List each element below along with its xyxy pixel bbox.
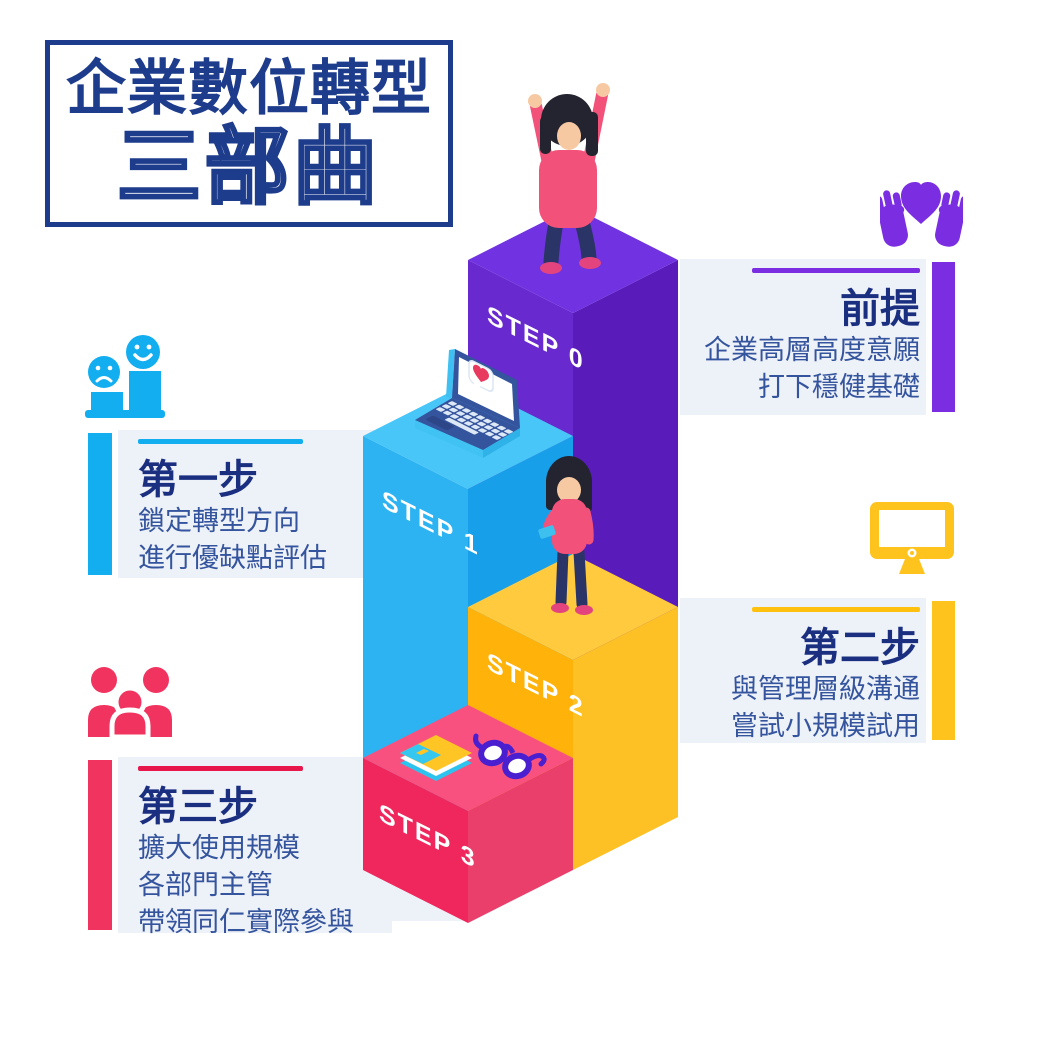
step3-side-bar (88, 760, 112, 930)
premise-text-line: 打下穩健基礎 (758, 372, 920, 402)
step0-label: STEP 0 (487, 299, 585, 376)
monitor-icon (870, 502, 954, 574)
panel-step2: 第二步 與管理層級溝通 嘗試小規模試用 (680, 598, 926, 743)
step1-text-line: 進行優缺點評估 (138, 543, 327, 573)
step1-heading: 第一步 (138, 458, 258, 502)
page-title: 企業數位轉型 (66, 55, 432, 122)
panel-step3: 第三步 擴大使用規模 各部門主管 帶領同仁實際參與 (118, 757, 392, 937)
step2-heading: 第二步 (800, 626, 920, 670)
step3-label: STEP 3 (379, 797, 477, 874)
accent-line-premise (752, 268, 920, 273)
laptop (415, 349, 520, 458)
step2-text-line: 嘗試小規模試用 (731, 711, 920, 741)
step1-side-bar (88, 433, 112, 575)
step2-side-bar (932, 601, 955, 740)
block-step1: STEP 1 (363, 383, 573, 817)
accent-line-step3 (138, 766, 303, 771)
accent-line-step2 (752, 607, 920, 612)
premise-side-bar (932, 262, 955, 412)
glasses (473, 733, 547, 780)
comparison-faces-icon (85, 335, 165, 418)
page-subtitle: 三部曲 (117, 120, 381, 214)
panel-premise: 前提 企業高層高度意願 打下穩健基礎 (680, 259, 926, 415)
accent-line-step1 (138, 439, 303, 444)
person-with-phone (538, 456, 594, 615)
team-icon (88, 667, 172, 740)
block-step0: STEP 0 (468, 207, 678, 764)
page-subtitle-outline: 三部曲 (115, 120, 381, 216)
title-box: 企業數位轉型 三部曲 (45, 40, 453, 227)
notebook (400, 735, 472, 781)
step3-heading: 第三步 (138, 785, 258, 829)
step2-text-line: 與管理層級溝通 (731, 674, 920, 704)
step1-label: STEP 1 (382, 484, 480, 561)
premise-heading: 前提 (840, 287, 920, 331)
hands-heart-icon (880, 182, 963, 247)
step2-label: STEP 2 (487, 646, 585, 723)
person-celebrating (528, 83, 610, 274)
step3-text-line: 擴大使用規模 (138, 833, 300, 863)
step1-text-line: 鎖定轉型方向 (138, 506, 300, 536)
step3-text-line: 帶領同仁實際參與 (138, 907, 354, 937)
block-step2: STEP 2 (468, 554, 678, 870)
premise-text-line: 企業高層高度意願 (704, 335, 920, 365)
block-step3: STEP 3 (363, 705, 573, 923)
step3-text-line: 各部門主管 (138, 870, 273, 900)
panel-step1: 第一步 鎖定轉型方向 進行優缺點評估 (118, 430, 392, 578)
